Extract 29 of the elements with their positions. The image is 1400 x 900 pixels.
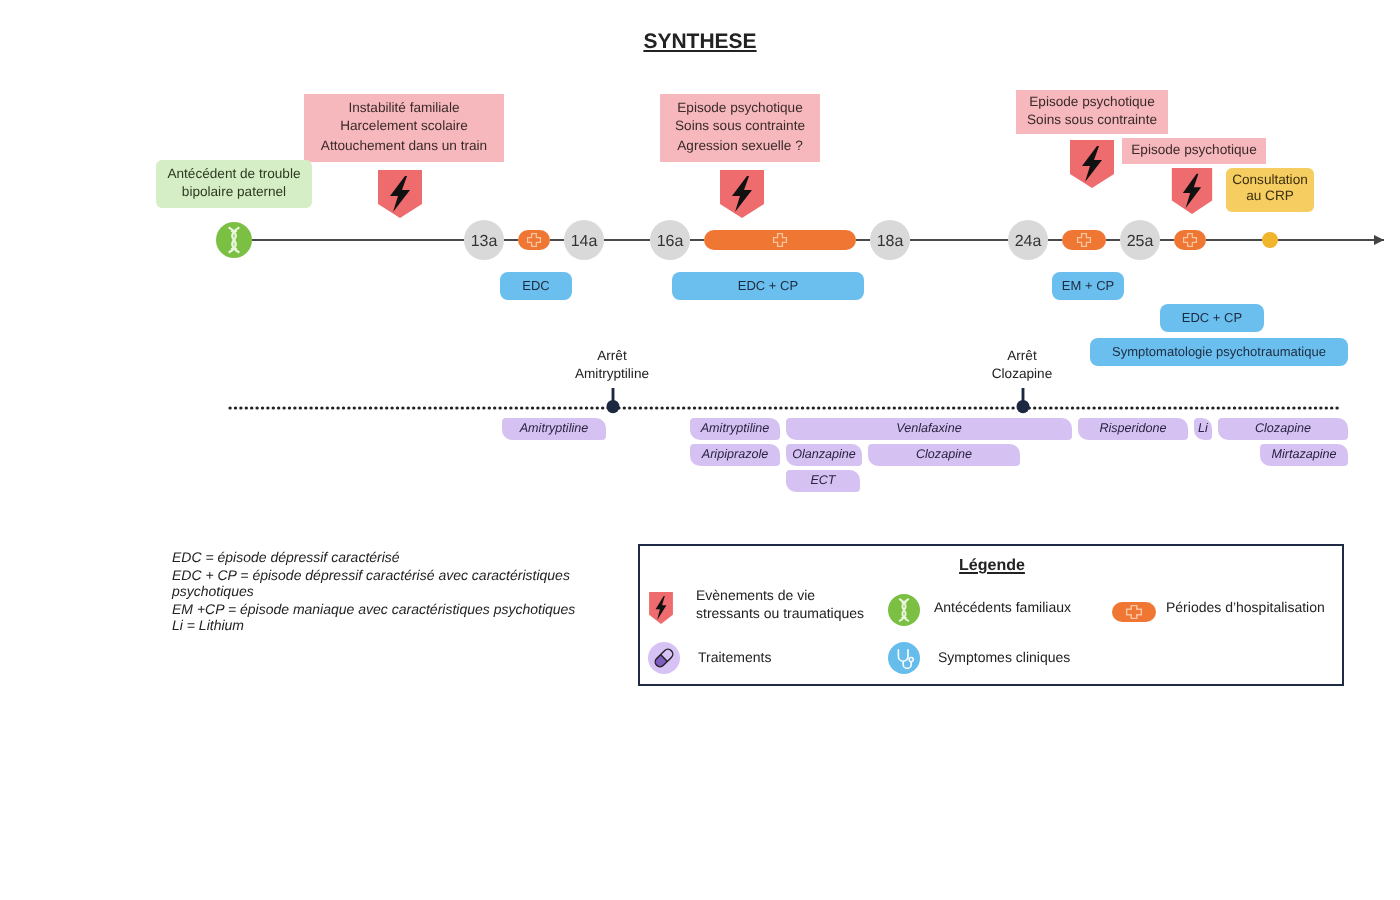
timeline-line bbox=[1047, 239, 1063, 241]
timeline-line bbox=[549, 239, 565, 241]
timeline-line bbox=[1159, 239, 1175, 241]
age-badge: 25a bbox=[1120, 220, 1160, 260]
timeline-line bbox=[503, 239, 519, 241]
age-badge: 24a bbox=[1008, 220, 1048, 260]
timeline-line bbox=[251, 239, 465, 241]
timeline-line bbox=[689, 239, 705, 241]
timeline-line bbox=[603, 239, 651, 241]
age-badge: 16a bbox=[650, 220, 690, 260]
age-badge: 13a bbox=[464, 220, 504, 260]
event-box bbox=[304, 94, 504, 162]
event-box bbox=[1016, 90, 1168, 134]
dna-icon bbox=[216, 222, 252, 258]
hospitalization-bar bbox=[1062, 230, 1106, 250]
timeline-line bbox=[1105, 239, 1121, 241]
legend-title: Légende bbox=[957, 556, 1027, 574]
hospitalization-bar bbox=[518, 230, 550, 250]
age-badge: 14a bbox=[564, 220, 604, 260]
diagram-title: SYNTHESE bbox=[641, 30, 759, 58]
timeline-line bbox=[1205, 239, 1263, 241]
hospitalization-bar bbox=[1174, 230, 1206, 250]
milestone-dot-icon bbox=[1262, 232, 1278, 248]
timeline-arrow bbox=[1277, 235, 1385, 245]
timeline-line bbox=[909, 239, 1009, 241]
event-box bbox=[660, 94, 820, 162]
hospitalization-bar bbox=[704, 230, 856, 250]
age-badge: 18a bbox=[870, 220, 910, 260]
timeline-line bbox=[855, 239, 871, 241]
